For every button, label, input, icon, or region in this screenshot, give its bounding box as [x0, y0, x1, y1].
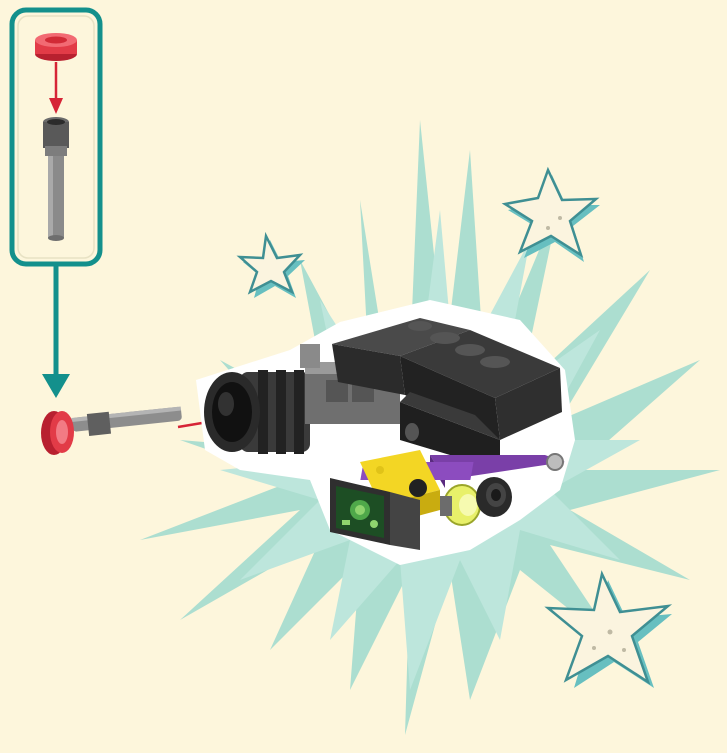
doodle-star-icon [505, 170, 600, 262]
pin-with-tile-part [41, 407, 182, 455]
lens-barrel [204, 370, 310, 454]
red-round-tile-icon [35, 33, 77, 61]
callout-connector-arrow [42, 264, 70, 398]
black-round-knob [476, 477, 512, 517]
doodle-star-icon [240, 236, 305, 298]
parts-callout-panel [12, 10, 100, 264]
